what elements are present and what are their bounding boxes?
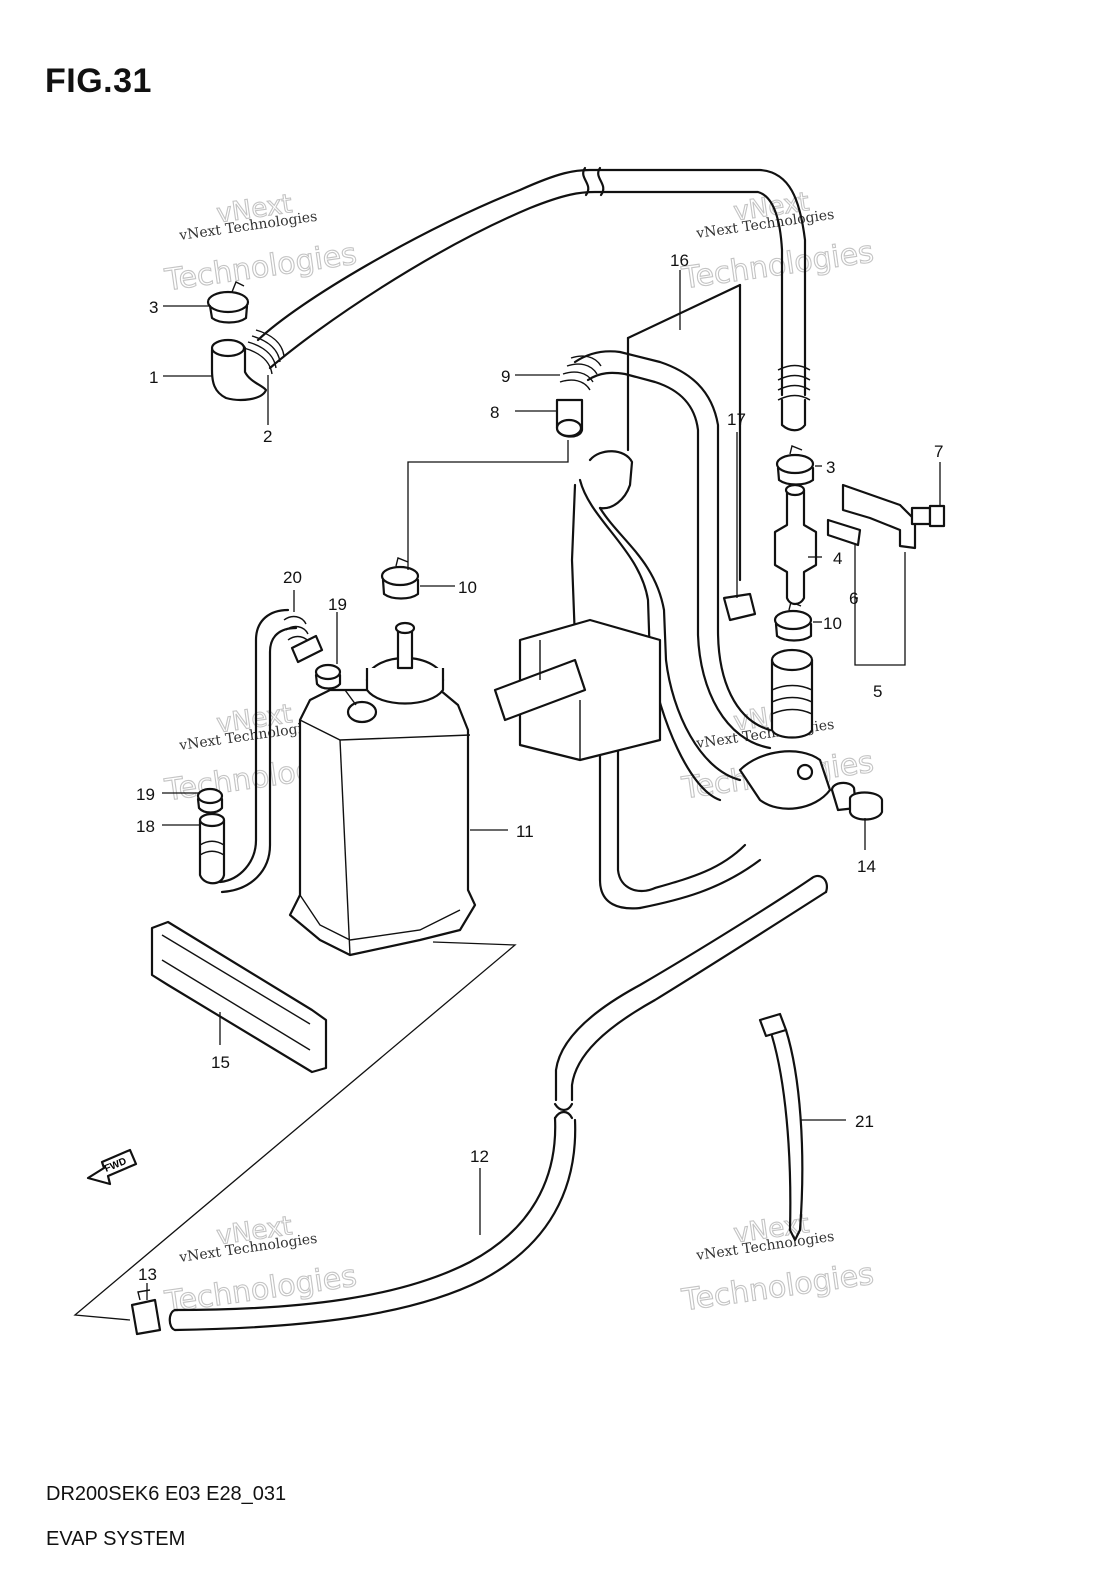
callout-12: 12 — [470, 1147, 489, 1166]
callout-19: 19 — [328, 595, 347, 614]
callout-4: 4 — [833, 549, 842, 568]
watermark-technologies: Technologies — [679, 1257, 876, 1319]
callout-19: 19 — [136, 785, 155, 804]
callout-9: 9 — [501, 367, 510, 386]
callout-15: 15 — [211, 1053, 230, 1072]
part-14-bolt — [830, 781, 884, 821]
part-16-frame-bracket — [493, 283, 832, 910]
part-12-hose — [168, 874, 828, 1332]
callout-13: 13 — [138, 1265, 157, 1284]
callout-7: 7 — [934, 442, 943, 461]
callout-20: 20 — [283, 568, 302, 587]
hose-fitting-right — [770, 648, 814, 739]
callout-3: 3 — [826, 458, 835, 477]
part-6-bracket — [826, 483, 917, 550]
part-10-clamp-right — [773, 601, 813, 642]
part-1-elbow-fitting — [210, 338, 268, 401]
diagram-caption: EVAP SYSTEM — [46, 1528, 186, 1550]
callout-11: 11 — [516, 822, 534, 841]
part-15-strap — [150, 920, 328, 1074]
part-7-bolt — [910, 504, 946, 528]
watermark-group: vNext vNext Technologies Technologies vN… — [162, 187, 877, 1321]
part-18-fitting — [198, 812, 226, 885]
callout-16: 16 — [670, 251, 689, 270]
part-21-tie-strap — [758, 1012, 804, 1242]
part-13-clamp — [130, 1289, 162, 1336]
part-3-clamp-upper — [206, 281, 250, 324]
part-20-hose — [218, 608, 324, 894]
callout-5: 5 — [873, 682, 882, 701]
watermark-technologies: Technologies — [679, 235, 876, 297]
watermark-technologies: Technologies — [162, 1259, 359, 1321]
hose-upper-loop — [243, 166, 811, 432]
callout-8: 8 — [490, 403, 499, 422]
part-19-clamp-upper — [314, 663, 342, 690]
callout-6: 6 — [849, 589, 858, 608]
callout-17: 17 — [727, 410, 746, 429]
callout-21: 21 — [855, 1112, 874, 1131]
callout-1: 1 — [149, 368, 158, 387]
leader-lines — [73, 270, 941, 1321]
part-9-hose — [559, 350, 772, 750]
diagram-code: DR200SEK6 E03 E28_031 — [46, 1483, 287, 1505]
callout-numbers: 3 1 2 9 8 10 16 17 3 4 10 7 6 5 14 11 20… — [136, 251, 943, 1284]
callout-3: 3 — [149, 298, 158, 317]
part-10-clamp-left — [380, 557, 420, 600]
part-11-canister — [288, 621, 477, 957]
watermark-technologies: Technologies — [162, 237, 359, 299]
callout-14: 14 — [857, 857, 876, 876]
callout-2: 2 — [263, 427, 272, 446]
callout-10: 10 — [458, 578, 477, 597]
part-4-valve — [773, 483, 818, 606]
figure-title: FIG.31 — [45, 62, 152, 100]
callout-18: 18 — [136, 817, 155, 836]
part-8-fitting — [555, 398, 584, 438]
fwd-direction-arrow: FWD — [86, 1148, 138, 1186]
part-3-clamp-right — [775, 445, 815, 486]
callout-10: 10 — [823, 614, 842, 633]
part-19-clamp-lower — [196, 787, 224, 814]
